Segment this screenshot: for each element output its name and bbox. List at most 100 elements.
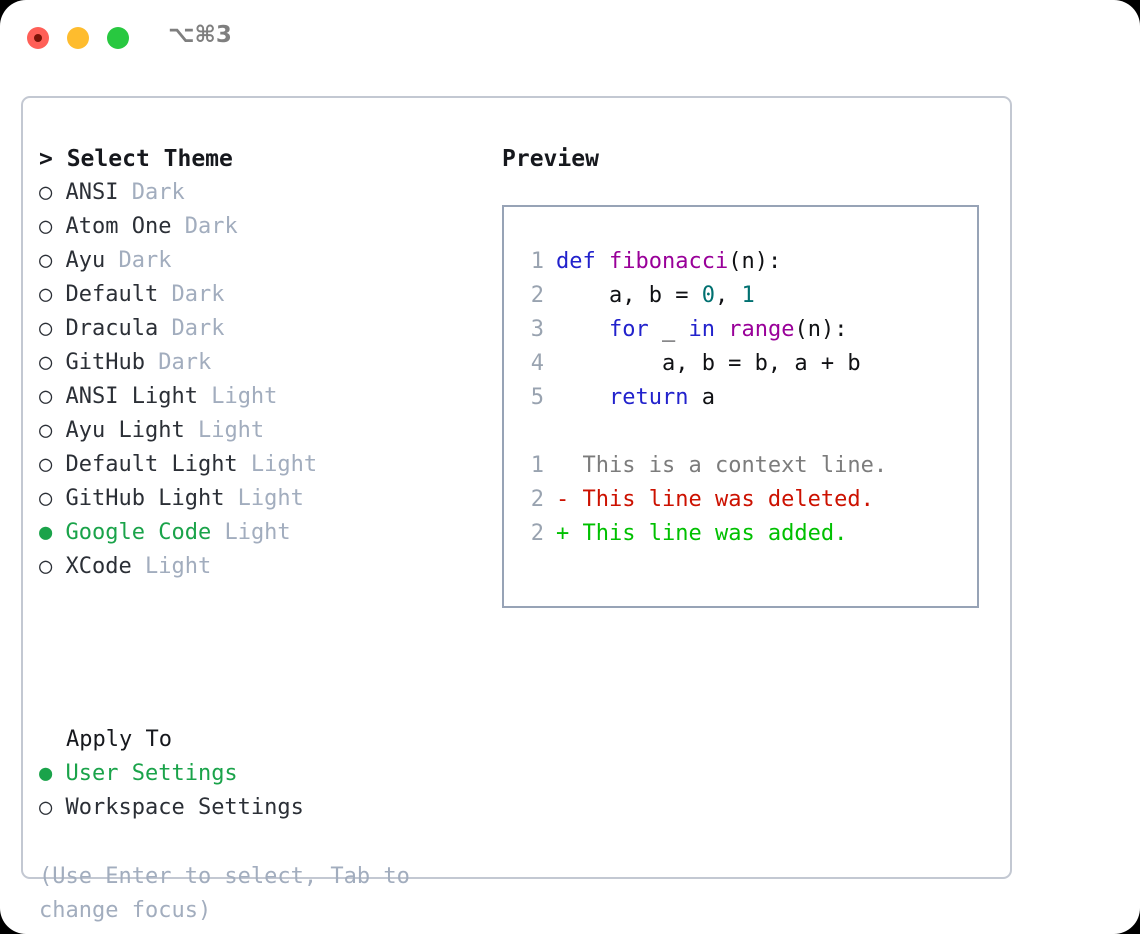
theme-option-label: ANSI Light [52,384,198,409]
code-line-number: 3 [530,317,544,342]
apply-to-option-user-settings[interactable]: ● User Settings [39,757,479,791]
minimize-button[interactable] [67,27,89,49]
theme-option-label: Google Code [52,520,212,545]
theme-list-heading-label: Select Theme [66,146,233,172]
code-line-number: 4 [530,351,544,376]
radio-unselected-icon: ○ [39,282,53,307]
radio-unselected-icon: ○ [39,384,53,409]
code-line: 1 def fibonacci(n): [518,245,968,279]
theme-option-ayu-light[interactable]: ○ Ayu Light Light [39,414,479,448]
radio-unselected-icon: ○ [39,795,53,820]
code-token-txt: _ [661,317,689,342]
radio-unselected-icon: ○ [39,486,53,511]
radio-unselected-icon: ○ [39,350,53,375]
diff-line-number: 2 [530,521,544,546]
diff-line-number: 1 [530,453,544,478]
code-token-txt: , [714,283,742,308]
theme-option-tag: Light [197,384,278,409]
diff-line-text: This line was added. [582,521,848,546]
code-line-number: 1 [530,249,544,274]
preview-section: Preview [502,142,992,176]
code-line: 5 return a [518,381,968,415]
code-spacer [518,415,968,449]
theme-list-heading: > Select Theme [39,142,479,176]
radio-unselected-icon: ○ [39,316,53,341]
diff-line-del: 2- This line was deleted. [518,483,968,517]
preview-heading: Preview [502,146,599,172]
theme-option-label: ANSI [52,180,119,205]
theme-option-tag: Dark [118,180,185,205]
window-titlebar: ⌥⌘3 [0,0,1140,76]
diff-block: 1 This is a context line. 2- This line wa… [518,449,968,551]
code-line-number: 2 [530,283,544,308]
apply-to-option-label: Workspace Settings [52,795,304,820]
apply-to-options-list[interactable]: ● User Settings○ Workspace Settings [39,757,479,825]
theme-option-default-light[interactable]: ○ Default Light Light [39,448,479,482]
theme-option-label: Atom One [52,214,172,239]
theme-option-github-light[interactable]: ○ GitHub Light Light [39,482,479,516]
theme-option-atom-one[interactable]: ○ Atom One Dark [39,210,479,244]
code-token-txt: a [701,385,715,410]
keyboard-shortcut-label: ⌥⌘3 [168,22,232,48]
theme-option-default[interactable]: ○ Default Dark [39,278,479,312]
radio-unselected-icon: ○ [39,554,53,579]
theme-option-ayu[interactable]: ○ Ayu Dark [39,244,479,278]
code-token-kw: def [556,249,609,274]
theme-option-label: Default Light [52,452,238,477]
apply-to-heading: Apply To [66,727,172,752]
code-token-kw: return [556,385,702,410]
theme-selector-panel: > Select Theme ○ ANSI Dark○ Atom One Dar… [21,96,1012,923]
theme-option-xcode[interactable]: ○ XCode Light [39,550,479,584]
apply-to-option-label: User Settings [52,761,238,786]
theme-option-tag: Dark [144,350,212,375]
diff-line-text: This is a context line. [582,453,888,478]
keyboard-hint-text: (Use Enter to select, Tab to change focu… [39,864,410,923]
code-token-txt: a, b = [556,283,702,308]
code-token-fn: fibonacci [608,249,729,274]
theme-option-tag: Dark [105,248,172,273]
theme-option-google-code[interactable]: ● Google Code Light [39,516,479,550]
code-token-txt: a, b = b, a + b [556,351,861,376]
code-token-punc: (n): [728,249,782,274]
code-line: 4 a, b = b, a + b [518,347,968,381]
theme-option-tag: Light [224,486,304,511]
close-button[interactable] [27,27,49,49]
theme-option-label: Default [52,282,159,307]
theme-option-label: XCode [52,554,132,579]
radio-selected-icon: ● [39,520,53,545]
theme-option-label: Ayu Light [52,418,185,443]
theme-option-tag: Light [211,520,291,545]
diff-sign: - [556,487,583,512]
code-token-kw: for [556,317,662,342]
code-line-number: 5 [530,385,544,410]
theme-option-label: Dracula [52,316,159,341]
theme-options-list[interactable]: ○ ANSI Dark○ Atom One Dark○ Ayu Dark○ De… [39,176,479,584]
maximize-button[interactable] [107,27,129,49]
code-token-num: 1 [741,283,755,308]
code-line: 3 for _ in range(n): [518,313,968,347]
theme-option-tag: Light [184,418,265,443]
theme-option-ansi[interactable]: ○ ANSI Dark [39,176,479,210]
diff-line-add: 2+ This line was added. [518,517,968,551]
prompt-caret-icon: > [39,146,67,172]
theme-option-ansi-light[interactable]: ○ ANSI Light Light [39,380,479,414]
apply-to-option-workspace-settings[interactable]: ○ Workspace Settings [39,791,479,825]
apply-to-section: Apply To ● User Settings○ Workspace Sett… [39,723,479,825]
code-token-kw: in [688,317,729,342]
code-line: 2 a, b = 0, 1 [518,279,968,313]
diff-line-text: This line was deleted. [582,487,874,512]
theme-option-label: GitHub [52,350,145,375]
theme-list-section: > Select Theme ○ ANSI Dark○ Atom One Dar… [39,142,479,584]
code-token-fn: range [728,317,795,342]
code-token-num: 0 [701,283,715,308]
theme-option-github[interactable]: ○ GitHub Dark [39,346,479,380]
theme-option-tag: Light [131,554,212,579]
radio-unselected-icon: ○ [39,452,53,477]
theme-option-dracula[interactable]: ○ Dracula Dark [39,312,479,346]
theme-option-tag: Dark [171,214,238,239]
radio-unselected-icon: ○ [39,180,53,205]
